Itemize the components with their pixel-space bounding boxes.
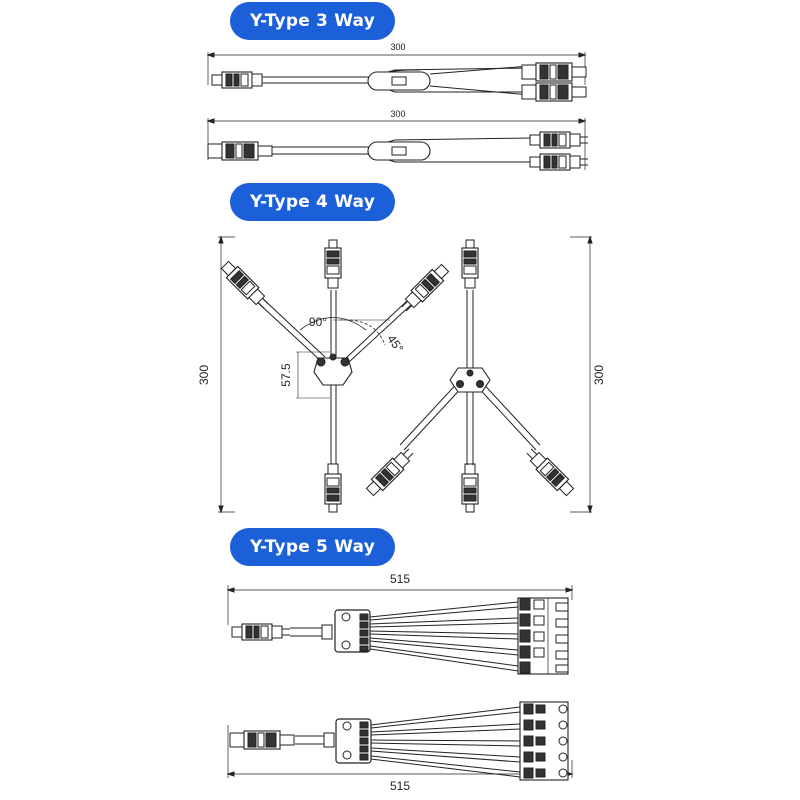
dim-3way-bottom: 300 <box>390 109 405 119</box>
dim-5way-top: 515 <box>390 572 410 586</box>
section-title-5way: Y-Type 5 Way <box>230 528 395 566</box>
three-way-top <box>206 52 587 102</box>
four-way-right <box>363 235 593 514</box>
three-way-bottom <box>206 118 589 171</box>
four-way-left <box>218 235 452 514</box>
angle-45: 45° <box>384 332 406 355</box>
dim-3way-top: 300 <box>390 42 405 52</box>
five-way-top <box>226 585 574 675</box>
dim-4way-offset: 57.5 <box>279 363 293 387</box>
dim-5way-bottom: 515 <box>390 779 410 793</box>
section-title-4way: Y-Type 4 Way <box>230 183 395 221</box>
angle-90: 90° <box>309 315 327 329</box>
section-title-3way: Y-Type 3 Way <box>230 2 395 40</box>
five-way-bottom <box>226 701 574 781</box>
dim-4way-left-height: 300 <box>197 365 211 385</box>
dim-4way-right-height: 300 <box>592 365 606 385</box>
